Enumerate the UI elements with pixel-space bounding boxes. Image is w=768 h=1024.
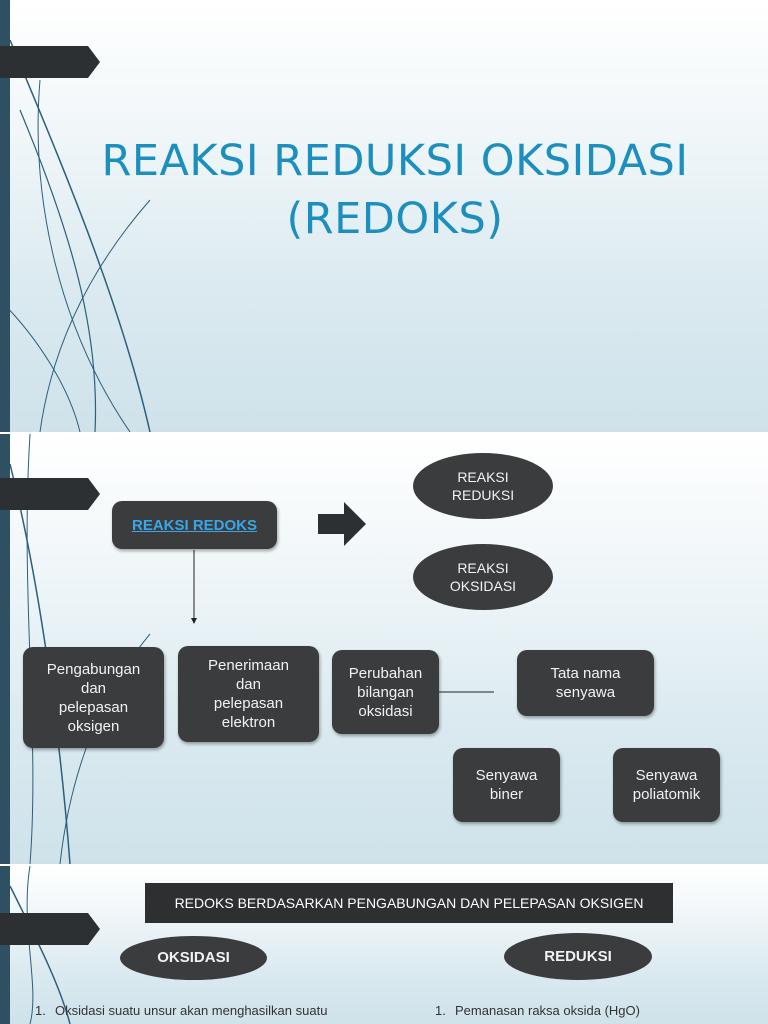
box-senyawa-biner: Senyawa biner bbox=[453, 748, 560, 822]
box-text: Senyawa bbox=[475, 767, 538, 784]
list-number: 1. bbox=[35, 1003, 46, 1018]
slide-title: REAKSI REDUKSI OKSIDASI (REDOKS) bbox=[40, 132, 750, 248]
reaksi-reduksi-oval: REAKSI REDUKSI bbox=[413, 453, 553, 519]
oval-text: REAKSI bbox=[457, 560, 509, 576]
box-text: Senyawa bbox=[635, 767, 698, 784]
right-arrow-icon bbox=[318, 502, 366, 546]
box-text: Penerimaan bbox=[208, 657, 289, 674]
left-accent-bar bbox=[0, 866, 10, 1024]
box-text: pelepasan bbox=[213, 695, 284, 712]
list-number: 1. bbox=[435, 1003, 446, 1018]
reaksi-redoks-box[interactable]: REAKSI REDOKS bbox=[112, 501, 277, 549]
decorative-swirl-lines bbox=[9, 866, 71, 1024]
box-text: senyawa bbox=[555, 684, 616, 701]
box-text: Pengabungan bbox=[46, 660, 141, 678]
box-text: oksidasi bbox=[358, 702, 413, 720]
slide-separator bbox=[0, 864, 768, 866]
box-text: poliatomik bbox=[632, 786, 701, 803]
reduksi-oval: REDUKSI bbox=[504, 933, 652, 980]
slide-separator bbox=[0, 432, 768, 434]
concept-map-slide: REAKSI REDOKS REAKSI REDUKSI REAKSI OKSIDA… bbox=[0, 434, 768, 864]
box-text: oksigen bbox=[67, 717, 120, 735]
box-text: bilangan bbox=[357, 683, 414, 701]
reaksi-redoks-link[interactable]: REAKSI REDOKS bbox=[131, 516, 258, 534]
title-line-2: (REDOKS) bbox=[286, 194, 504, 244]
box-text: dan bbox=[235, 676, 261, 693]
oval-text: REDUKSI bbox=[451, 487, 515, 503]
title-line-1: REAKSI REDUKSI OKSIDASI bbox=[101, 136, 689, 186]
box-tata-nama: Tata nama senyawa bbox=[517, 650, 654, 716]
oksidasi-list: 1. Oksidasi suatu unsur akan menghasilkan… bbox=[35, 1002, 395, 1020]
oval-text: OKSIDASI bbox=[449, 578, 517, 594]
box-text: pelepasan bbox=[58, 698, 129, 716]
box-penerimaan-elektron: Penerimaan dan pelepasan elektron bbox=[178, 646, 319, 742]
left-accent-bar bbox=[0, 434, 10, 864]
box-perubahan-bilangan: Perubahan bilangan oksidasi bbox=[332, 650, 439, 734]
box-text: elektron bbox=[221, 714, 276, 731]
list-item-text: Oksidasi suatu unsur akan menghasilkan s… bbox=[55, 1003, 328, 1018]
box-text: Perubahan bbox=[348, 664, 423, 682]
reaksi-oksidasi-oval: REAKSI OKSIDASI bbox=[413, 544, 553, 610]
box-pengabungan-oksigen: Pengabungan dan pelepasan oksigen bbox=[23, 647, 164, 748]
arrow-tag bbox=[0, 913, 100, 945]
arrow-tag bbox=[0, 46, 100, 78]
left-accent-bar bbox=[0, 0, 10, 432]
box-text: dan bbox=[80, 679, 107, 697]
decorative-swirl-lines bbox=[0, 39, 151, 432]
arrow-tag bbox=[0, 478, 100, 510]
title-slide: REAKSI REDUKSI OKSIDASI (REDOKS) bbox=[0, 0, 768, 432]
oksidasi-oval: OKSIDASI bbox=[120, 936, 267, 980]
list-item-text: Pemanasan raksa oksida (HgO) bbox=[455, 1003, 640, 1018]
oval-text: REAKSI bbox=[457, 469, 509, 485]
box-text: Tata nama bbox=[550, 665, 621, 682]
box-text: biner bbox=[489, 786, 524, 803]
reduksi-list: 1. Pemanasan raksa oksida (HgO) bbox=[435, 1002, 755, 1020]
section-banner: REDOKS BERDASARKAN PENGABUNGAN DAN PELEP… bbox=[145, 883, 673, 923]
box-senyawa-poliatomik: Senyawa poliatomik bbox=[613, 748, 720, 822]
